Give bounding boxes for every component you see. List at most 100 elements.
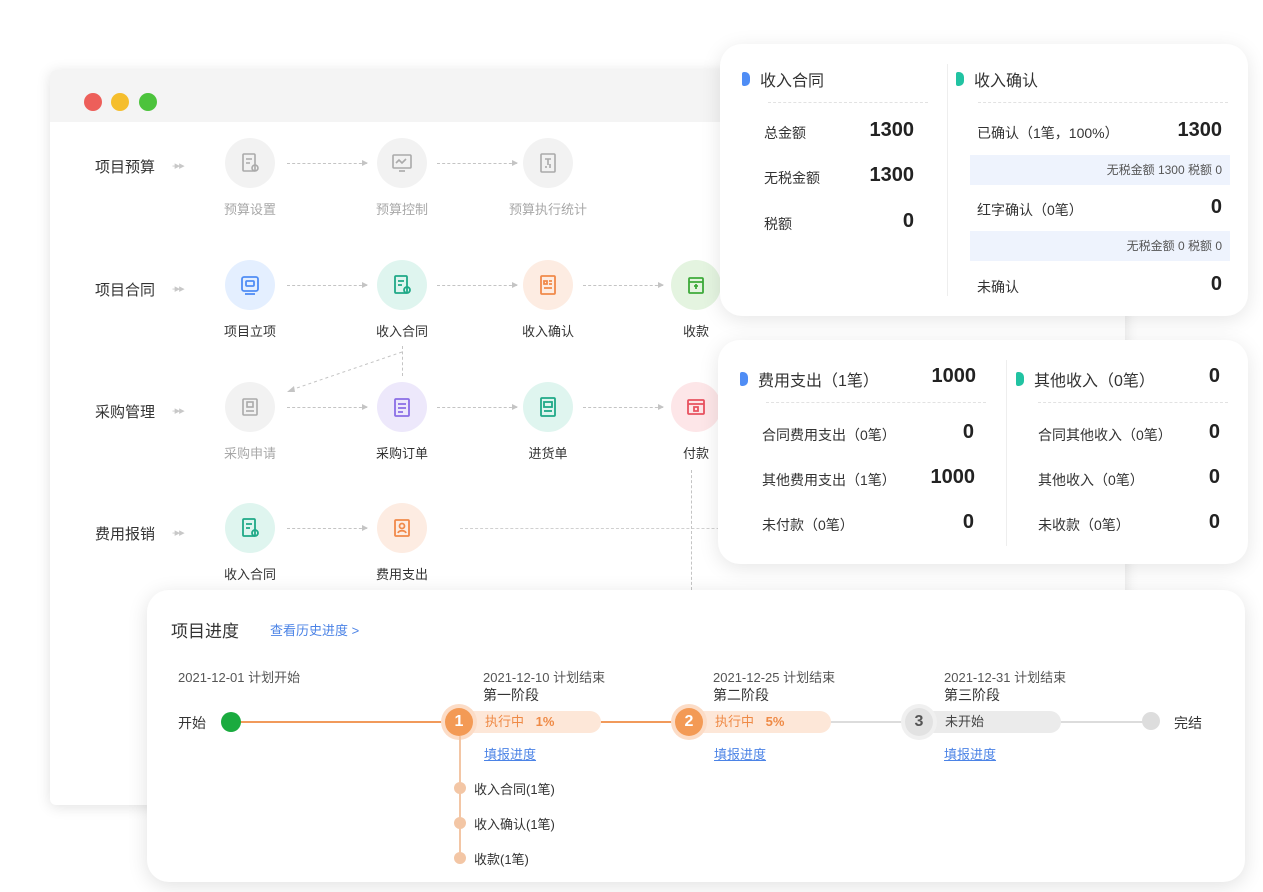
stage-2-name: 第二阶段 [713,687,769,703]
unreceived-value: 0 [1208,511,1220,533]
node-goods-receipt[interactable]: 进货单 [483,382,613,462]
node-receipt[interactable]: 收款 [631,260,761,340]
flag-icon [1016,372,1024,386]
flow-connector [287,404,368,410]
stage-3-status-pill: 未开始 [923,711,1061,733]
total-label: 总金额 [764,125,806,141]
node-income-confirm[interactable]: 收入确认 [483,260,613,340]
flow-connector [287,160,368,166]
end-label: 完结 [1174,715,1202,731]
flow-connector [437,282,518,288]
node-budget-setting[interactable]: 预算设置 [185,138,315,218]
node-label: 采购订单 [375,446,428,461]
divider [1006,360,1007,546]
other-income-total-value: 0 [1208,365,1220,387]
payment-icon [671,382,721,432]
sub-item-track [459,736,461,856]
node-expense-income-contract[interactable]: 收入合同 [185,503,315,583]
window-minimize-button[interactable] [111,93,129,111]
other-expense-value: 1000 [930,466,976,488]
stage-1-number: 1 [445,708,473,736]
income-card: 收入合同 总金额 1300 无税金额 1300 税额 0 收入确认 已确认（1笔… [720,44,1248,316]
node-budget-control[interactable]: 预算控制 [337,138,467,218]
window-close-button[interactable] [84,93,102,111]
flow-connector [691,470,692,590]
row-arrow-icon: -▸▸ [172,405,185,417]
node-purchase-order[interactable]: 采购订单 [337,382,467,462]
red-confirm-note: 无税金额 0 税额 0 [970,231,1230,261]
node-label: 项目立项 [223,324,276,339]
node-label: 进货单 [528,446,568,461]
node-expense-outlay[interactable]: 费用支出 [337,503,467,583]
node-label: 费用支出 [375,567,428,582]
other-income-title: 其他收入（0笔） [1016,367,1155,391]
expense-title: 费用支出（1笔） [740,367,879,391]
end-dot [1142,712,1160,730]
node-label: 付款 [682,446,709,461]
budget-control-icon [377,138,427,188]
sub-item-income-confirm[interactable]: 收入确认(1笔) [474,817,555,832]
expense-outlay-icon [377,503,427,553]
contract-other-income-value: 0 [1208,421,1220,443]
flag-icon [956,72,964,86]
expense-income-contract-icon [225,503,275,553]
node-label: 收入合同 [223,567,276,582]
sub-item-dot [454,852,466,864]
stage-1-report-link[interactable]: 填报进度 [484,747,537,762]
confirmed-label: 已确认（1笔，100%） [977,125,1119,141]
flow-connector [437,404,518,410]
node-project-setup[interactable]: 项目立项 [185,260,315,340]
stage-3-report-link[interactable]: 填报进度 [944,747,997,762]
flow-connector [402,346,403,376]
history-progress-link[interactable]: 查看历史进度 > [270,623,360,638]
divider [766,402,986,403]
red-confirm-value: 0 [1210,196,1222,218]
flow-connector [287,525,368,531]
stage-2-number: 2 [675,708,703,736]
sub-item-receipt[interactable]: 收款(1笔) [474,852,529,867]
sub-item-income-contract[interactable]: 收入合同(1笔) [474,782,555,797]
stage-2-report-link[interactable]: 填报进度 [714,747,767,762]
total-value: 1300 [869,119,915,141]
contract-expense-label: 合同费用支出（0笔） [762,427,896,443]
budget-setting-icon [225,138,275,188]
flow-connector [583,404,664,410]
stage-1-date: 2021-12-10 计划结束 [483,670,606,685]
node-label: 收入确认 [521,324,574,339]
income-confirm-icon [523,260,573,310]
flow-connector-diagonal [285,350,405,395]
stage-2-status-pill: 执行中 5% [693,711,831,733]
expense-card: 费用支出（1笔） 1000 合同费用支出（0笔） 0 其他费用支出（1笔） 10… [718,340,1248,564]
unpaid-value: 0 [962,511,974,533]
row-arrow-icon: -▸▸ [172,527,185,539]
node-budget-stats[interactable]: 预算执行统计 [483,138,613,218]
goods-receipt-icon [523,382,573,432]
contract-other-income-label: 合同其他收入（0笔） [1038,427,1172,443]
node-purchase-request[interactable]: 采购申请 [185,382,315,462]
contract-expense-value: 0 [962,421,974,443]
stage-1-status-pill: 执行中 1% [463,711,601,733]
flag-icon [740,372,748,386]
row-arrow-icon: -▸▸ [172,283,185,295]
row-label-budget: 项目预算 [95,159,156,176]
sub-item-dot [454,817,466,829]
tax-label: 税额 [764,216,792,232]
stage-3-status: 未开始 [945,714,985,729]
flow-connector [287,282,368,288]
window-maximize-button[interactable] [139,93,157,111]
stage-1-percent: 1% [535,714,555,729]
unconfirmed-label: 未确认 [977,279,1019,295]
node-payment[interactable]: 付款 [631,382,761,462]
other-income-value: 0 [1208,466,1220,488]
row-label-expense: 费用报销 [95,526,156,543]
flow-connector [583,282,664,288]
timeline-segment-done [231,721,459,723]
start-date: 2021-12-01 计划开始 [178,670,301,685]
stage-2-status: 执行中 [715,714,755,729]
unconfirmed-value: 0 [1210,273,1222,295]
unpaid-label: 未付款（0笔） [762,517,854,533]
other-income-label: 其他收入（0笔） [1038,472,1144,488]
tax-value: 0 [902,210,914,232]
node-income-contract[interactable]: 收入合同 [337,260,467,340]
